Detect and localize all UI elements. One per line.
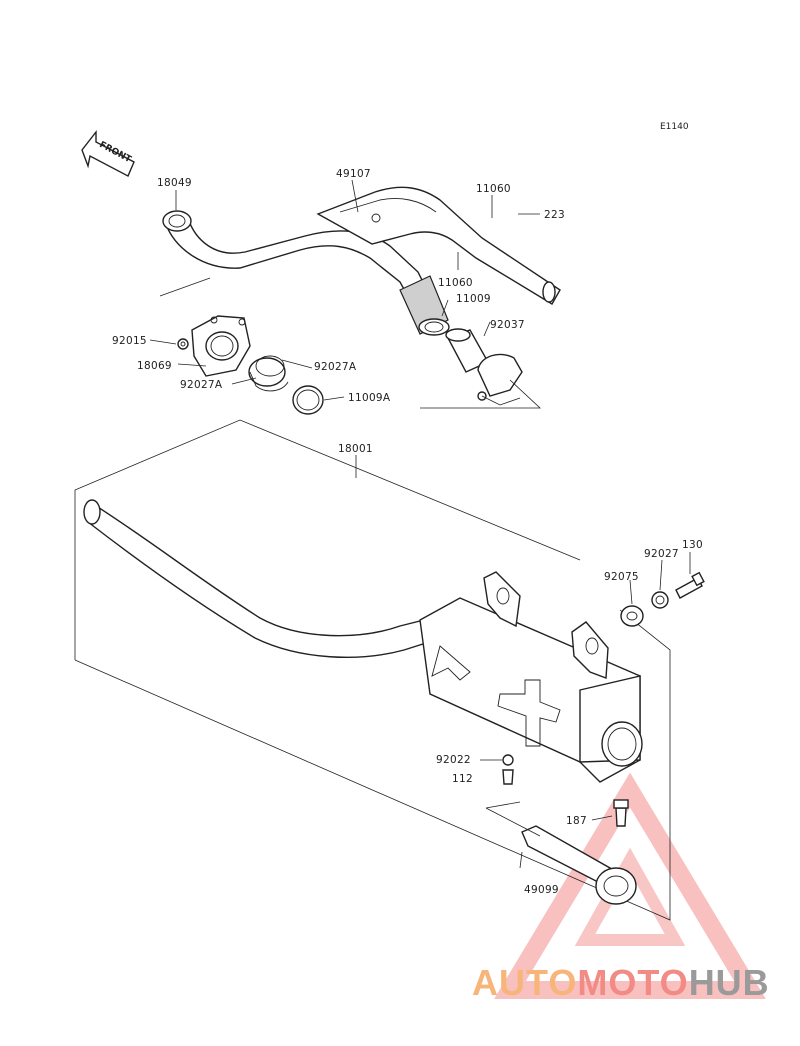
clamp-92037 (477, 353, 523, 406)
front-arrow-icon: FRONT (81, 129, 135, 177)
spark-arrester-49099 (485, 801, 637, 905)
watermark-word: AUTOMOTOHUB (472, 962, 770, 1003)
label-11060-b: 11060 (438, 277, 473, 289)
flange-18069 (191, 315, 251, 377)
label-49107: 49107 (336, 168, 371, 180)
collar-92027A (248, 355, 289, 392)
muffler-outline (74, 419, 671, 921)
label-49099: 49099 (524, 884, 559, 896)
gasket-11009A (292, 385, 324, 415)
label-130: 130 (682, 539, 703, 551)
collar-92027 (651, 591, 669, 609)
label-92027: 92027 (644, 548, 679, 560)
label-112: 112 (452, 773, 473, 785)
label-92015: 92015 (112, 335, 147, 347)
heat-guard (316, 186, 561, 305)
label-187: 187 (566, 815, 587, 827)
label-92022: 92022 (436, 754, 471, 766)
label-92037: 92037 (490, 319, 525, 331)
washer-92022 (502, 754, 514, 766)
label-11009: 11009 (456, 293, 491, 305)
label-18001: 18001 (338, 443, 373, 455)
label-18069: 18069 (137, 360, 172, 372)
grommet-92075 (620, 605, 644, 627)
screw-187 (613, 799, 629, 827)
label-92027A-right: 92027A (314, 361, 357, 373)
watermark-text: AUTOMOTOHUB (472, 962, 770, 1003)
label-92075: 92075 (604, 571, 639, 583)
screw-112 (502, 769, 514, 785)
label-18049: 18049 (157, 177, 192, 189)
part-labels: 18049 49107 11060 223 11060 11009 92037 … (112, 168, 703, 896)
nut-92015 (177, 338, 189, 350)
leader-lines (149, 179, 691, 869)
muffler-body (419, 571, 643, 783)
bolt-130 (675, 571, 705, 599)
muffler-pipe (83, 499, 449, 658)
diagram-code: E1140 (660, 122, 689, 132)
label-92027A-left: 92027A (180, 379, 223, 391)
label-223: 223 (544, 209, 565, 221)
label-11009A: 11009A (348, 392, 391, 404)
label-11060-a: 11060 (476, 183, 511, 195)
